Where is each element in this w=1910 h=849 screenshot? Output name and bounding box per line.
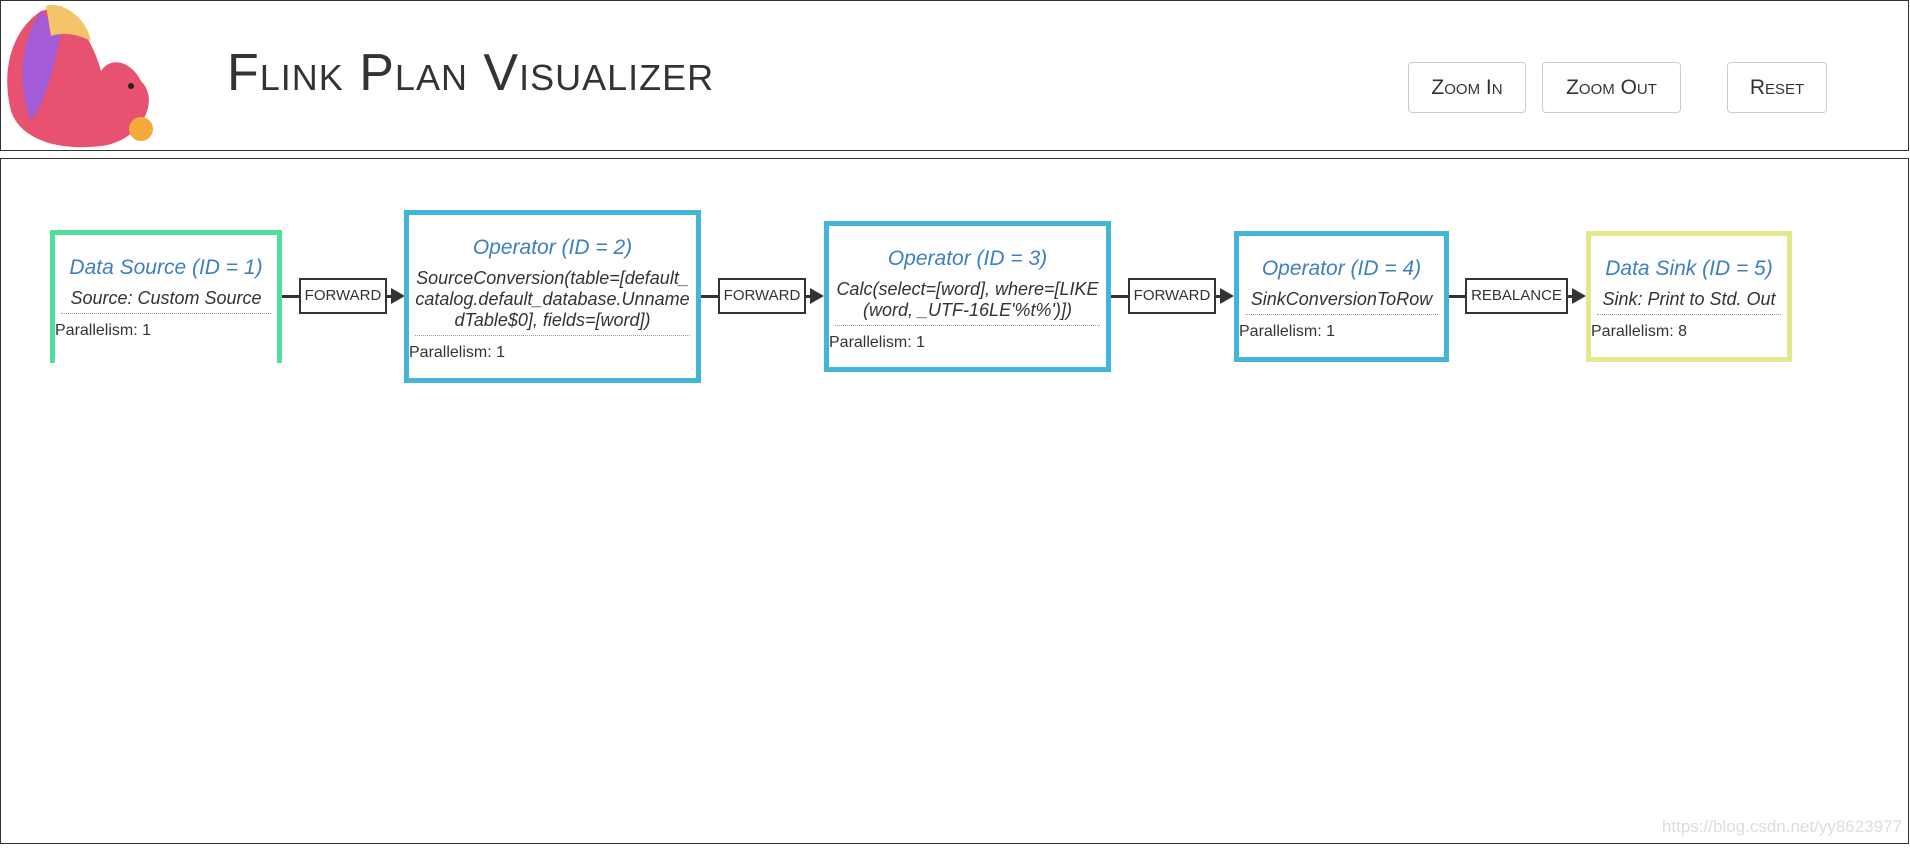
node-data-source-1[interactable]: Data Source (ID = 1) Source: Custom Sour… bbox=[50, 230, 282, 363]
node-parallelism: Parallelism: 1 bbox=[55, 322, 152, 339]
zoom-in-button[interactable]: Zoom In bbox=[1408, 62, 1526, 113]
node-title: Operator (ID = 2) bbox=[472, 236, 633, 259]
node-data-sink-5[interactable]: Data Sink (ID = 5) Sink: Print to Std. O… bbox=[1586, 231, 1792, 362]
node-description: Sink: Print to Std. Out bbox=[1597, 289, 1781, 315]
node-title: Operator (ID = 4) bbox=[1261, 257, 1422, 280]
edge-line bbox=[282, 295, 302, 298]
node-title: Operator (ID = 3) bbox=[887, 247, 1048, 270]
edge-line bbox=[700, 295, 720, 298]
edge-line bbox=[1448, 295, 1467, 298]
node-parallelism: Parallelism: 1 bbox=[1239, 323, 1336, 340]
node-description: Source: Custom Source bbox=[61, 288, 271, 314]
edge-label: REBALANCE bbox=[1465, 278, 1568, 314]
node-description: Calc(select=[word], where=[LIKE(word, _U… bbox=[835, 279, 1100, 326]
reset-button[interactable]: Reset bbox=[1727, 62, 1827, 113]
edge-line bbox=[387, 295, 393, 298]
node-title: Data Sink (ID = 5) bbox=[1605, 257, 1773, 280]
node-parallelism: Parallelism: 1 bbox=[829, 334, 926, 351]
node-parallelism: Parallelism: 8 bbox=[1591, 323, 1688, 340]
edge-line bbox=[806, 295, 812, 298]
node-operator-4[interactable]: Operator (ID = 4) SinkConversionToRow Pa… bbox=[1234, 231, 1449, 362]
header: Flink Plan Visualizer Zoom In Zoom Out R… bbox=[0, 0, 1909, 151]
zoom-out-button[interactable]: Zoom Out bbox=[1542, 62, 1681, 113]
arrow-icon bbox=[391, 288, 405, 304]
arrow-icon bbox=[1220, 288, 1234, 304]
arrow-icon bbox=[1572, 288, 1586, 304]
plan-canvas[interactable] bbox=[0, 158, 1909, 844]
node-description: SourceConversion(table=[default_catalog.… bbox=[415, 268, 690, 336]
node-parallelism: Parallelism: 1 bbox=[409, 344, 506, 361]
node-operator-2[interactable]: Operator (ID = 2) SourceConversion(table… bbox=[404, 210, 701, 383]
edge-line bbox=[1568, 295, 1574, 298]
page-title: Flink Plan Visualizer bbox=[227, 44, 715, 102]
flink-logo bbox=[7, 5, 153, 148]
edge-label: FORWARD bbox=[1128, 278, 1216, 314]
watermark: https://blog.csdn.net/yy8623977 bbox=[1661, 817, 1902, 836]
edge-line bbox=[1216, 295, 1222, 298]
edge-label: FORWARD bbox=[718, 278, 806, 314]
edge-line bbox=[1110, 295, 1130, 298]
arrow-icon bbox=[810, 288, 824, 304]
node-description: SinkConversionToRow bbox=[1245, 289, 1438, 315]
edge-label: FORWARD bbox=[299, 278, 387, 314]
node-operator-3[interactable]: Operator (ID = 3) Calc(select=[word], wh… bbox=[824, 221, 1111, 372]
node-title: Data Source (ID = 1) bbox=[69, 256, 263, 279]
